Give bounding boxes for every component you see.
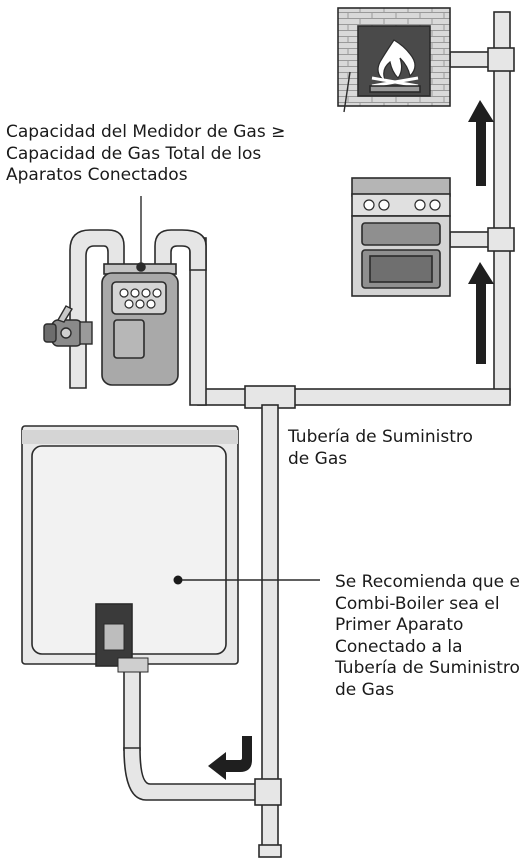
combi-boiler-icon (21, 425, 239, 673)
boiler-branch-tee (254, 778, 282, 806)
gas-range-icon (351, 177, 451, 297)
boiler-elbow-pipe (123, 747, 263, 801)
tee-fitting (487, 47, 515, 72)
tee-fitting (487, 227, 515, 252)
supply-pipe-label: Tubería de Suministro de Gas (288, 427, 473, 469)
recommendation-label: Se Recomienda que el Combi-Boiler sea el… (335, 572, 521, 700)
shutoff-valve-icon (43, 305, 93, 347)
meter-capacity-label: Capacidad del Medidor de Gas ≥ Capacidad… (6, 122, 286, 185)
meter-inlet-loop (69, 229, 125, 389)
gas-pipe-network (69, 11, 515, 858)
flow-arrow-icon (208, 100, 494, 780)
meter-outlet-loop (154, 229, 207, 271)
boiler-outlet-pipe (123, 667, 141, 751)
pipe-end-cap (258, 844, 282, 858)
gas-meter-icon (101, 262, 179, 386)
fireplace-icon (337, 7, 451, 113)
